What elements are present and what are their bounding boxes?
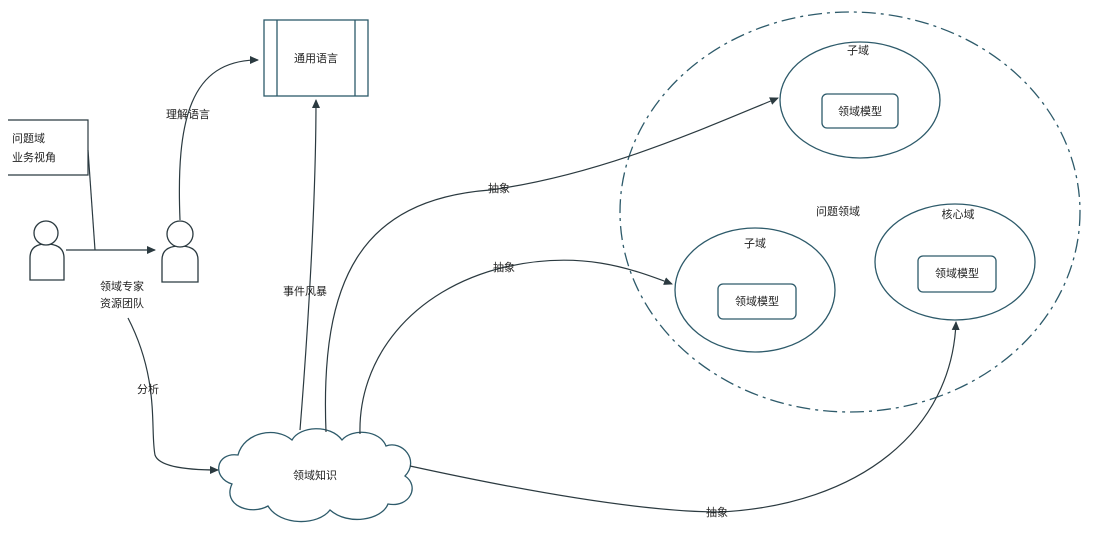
domain-expert-label: 领域专家 — [100, 279, 144, 293]
subdomain-top-label: 子域 — [847, 44, 869, 57]
subdomain-top: 子域 领域模型 — [779, 41, 941, 159]
problem-domain-label: 问题域 — [12, 132, 45, 145]
abstract-mid-arrow — [359, 259, 673, 435]
bracket-connector — [87, 149, 96, 251]
abstract-top-arrow — [324, 97, 779, 433]
domain-knowledge-label: 领域知识 — [293, 468, 337, 482]
business-view-bracket: 问题域 业务视角 — [8, 119, 89, 176]
domain-model-top-label: 领域模型 — [838, 104, 882, 118]
subdomain-mid: 子域 领域模型 — [674, 227, 836, 353]
subdomain-mid-label: 子域 — [744, 237, 766, 250]
core-domain-label: 核心域 — [942, 207, 975, 221]
core-domain: 核心域 领域模型 — [874, 203, 1036, 321]
domain-model-core-label: 领域模型 — [935, 266, 979, 280]
understand-language-arrow — [178, 56, 259, 221]
analyze-arrow — [127, 317, 219, 474]
understand-language-label: 理解语言 — [166, 107, 210, 121]
problem-domain-boundary — [619, 11, 1081, 413]
event-storming-arrow — [299, 99, 320, 431]
domain-expert-actor-icon — [161, 220, 199, 283]
domain-knowledge-cloud — [218, 428, 413, 523]
analyze-label: 分析 — [137, 382, 159, 396]
abstract-mid-label: 抽象 — [493, 260, 515, 274]
business-actor-icon — [29, 220, 65, 281]
ubiquitous-language-box: 通用语言 — [263, 19, 369, 97]
business-view-label: 业务视角 — [12, 150, 56, 164]
dev-team-label: 资源团队 — [100, 296, 144, 310]
ubiquitous-language-label: 通用语言 — [294, 52, 338, 65]
problem-domain-outer-label: 问题领域 — [816, 205, 860, 218]
abstract-bottom-label: 抽象 — [706, 505, 728, 519]
event-storming-label: 事件风暴 — [283, 285, 327, 298]
domain-model-mid-label: 领域模型 — [735, 294, 779, 308]
abstract-top-label: 抽象 — [488, 181, 510, 195]
abstract-bottom-arrow — [409, 321, 960, 513]
